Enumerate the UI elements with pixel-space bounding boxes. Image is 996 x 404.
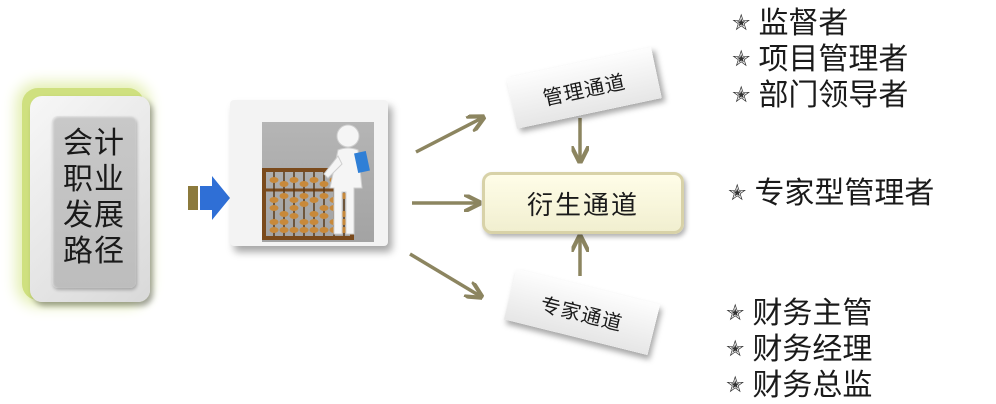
source-tile-label: 会计 职业 发展 路径	[63, 126, 125, 269]
accountant-abacus-figure	[262, 124, 370, 240]
derived-roles-list: ✭专家型管理者	[728, 176, 934, 212]
star-icon: ✭	[726, 337, 745, 362]
list-item: ✭项目管理者	[732, 42, 909, 77]
blue-right-arrow-icon	[188, 176, 230, 220]
derived-channel-box: 衍生通道	[482, 172, 684, 234]
star-icon: ✭	[726, 373, 745, 398]
arrow-to-management	[415, 118, 482, 154]
list-item: ✭专家型管理者	[728, 176, 935, 211]
list-item: ✭财务主管	[726, 296, 873, 331]
star-icon: ✭	[732, 11, 751, 36]
arrow-to-expert	[409, 252, 480, 296]
star-icon: ✭	[732, 83, 751, 108]
derived-channel-label: 衍生通道	[526, 190, 639, 221]
star-icon: ✭	[726, 301, 745, 326]
star-icon: ✭	[732, 47, 751, 72]
management-roles-list: ✭监督者 ✭项目管理者 ✭部门领导者	[732, 6, 908, 114]
expert-channel-label: 专家通道	[537, 291, 626, 336]
list-item: ✭部门领导者	[732, 78, 909, 113]
management-channel-label: 管理通道	[540, 68, 628, 110]
star-icon: ✭	[728, 181, 747, 206]
expert-roles-list: ✭财务主管 ✭财务经理 ✭财务总监	[726, 296, 872, 404]
list-item: ✭财务总监	[726, 368, 873, 403]
list-item: ✭监督者	[732, 6, 849, 41]
list-item: ✭财务经理	[726, 332, 873, 367]
source-tile-inner	[52, 116, 136, 288]
